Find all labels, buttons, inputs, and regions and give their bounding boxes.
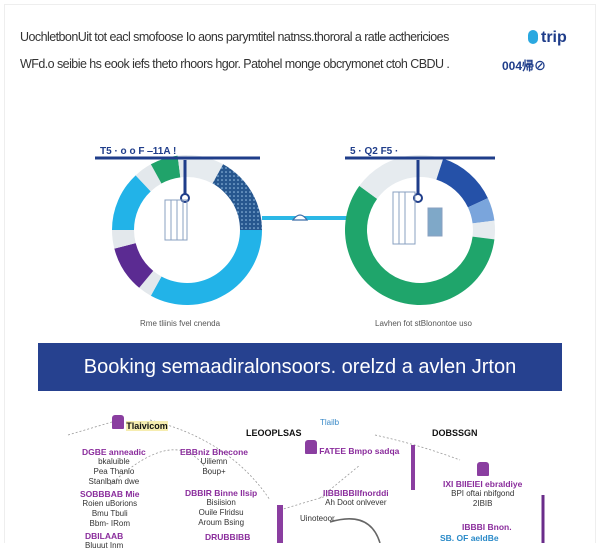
node-9: FATEE Bmpo sadqa [305, 440, 399, 457]
node-12: DOBSSGN [432, 428, 478, 438]
donut-segment [436, 158, 488, 208]
person-icon [112, 415, 124, 429]
brand-text: trip [541, 29, 567, 46]
section-banner: Booking semaadiralonsoors. orelzd a avle… [38, 343, 562, 391]
intro-line-1: UochletbonUit tot eacl smofoose Io aons … [20, 30, 449, 44]
donut-segment [420, 155, 444, 180]
node-15: SB. OF aeldBe [440, 533, 499, 543]
cart-icon [476, 462, 489, 476]
donut-segment [139, 270, 162, 296]
donut-segment [114, 243, 154, 288]
donut-charts: T5 · o o F ‒11A ! 5 · Q2 F5 · [95, 146, 496, 305]
donut-segment [472, 220, 496, 240]
brand-dot-icon [528, 30, 538, 44]
donut-right [345, 155, 496, 305]
node-7: LEOOPLSAS [246, 428, 302, 438]
node-11: Uinoteoor [300, 514, 335, 523]
donut-right-header: 5 · Q2 F5 · [350, 146, 398, 157]
node-tlaivicom: Tlaivicom [112, 415, 168, 432]
donut-left-caption: Rme tliinis fvel cnenda [140, 319, 221, 328]
donut-segment [150, 155, 181, 184]
plane-icon [291, 214, 309, 221]
building-icon-left [164, 199, 188, 241]
brand-logo: trip [528, 29, 567, 47]
donut-right-pivot [413, 193, 423, 203]
node-8: Tlailb [320, 418, 340, 427]
donut-left [112, 155, 262, 305]
donut-right-caption: Lavhen fot stBlonontoe uso [375, 319, 472, 328]
donut-segment [112, 175, 151, 230]
donut-segment [345, 185, 495, 305]
page-frame [4, 4, 596, 543]
building-icon [305, 440, 317, 454]
code-label: 004帰⊘ [502, 59, 547, 73]
donut-segment [135, 164, 162, 192]
donut-segment [212, 164, 262, 230]
donut-segment [467, 198, 495, 224]
donut-segment [359, 155, 420, 199]
donut-left-header: T5 · o o F ‒11A ! [100, 146, 176, 157]
node-6: DRUBBIBB [205, 532, 251, 542]
building-icon-right [392, 191, 443, 245]
donut-segment [150, 230, 262, 305]
intro-line-2: WFd.o seibie hs eook iefs theto rhoors h… [20, 57, 450, 71]
donut-segment [112, 230, 136, 249]
donut-left-pivot [180, 193, 190, 203]
donut-segment [187, 155, 224, 184]
node-14: IBBBI Bnon. [462, 522, 512, 532]
network-links [67, 419, 545, 543]
